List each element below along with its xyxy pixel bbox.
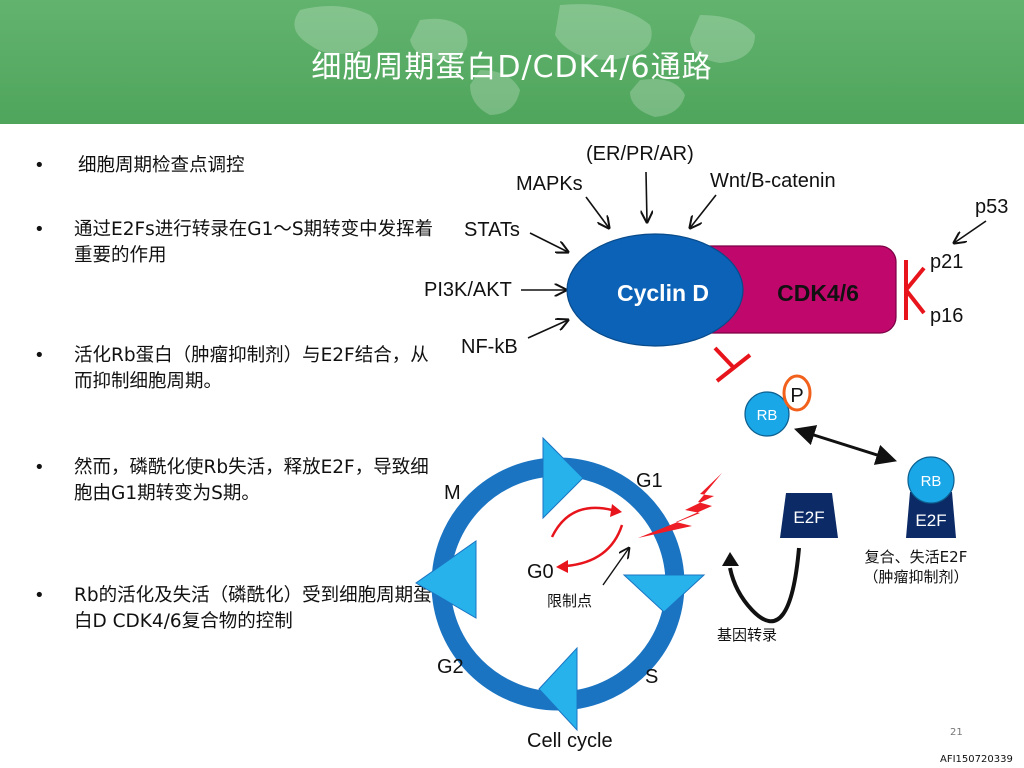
e2f-free-shape (780, 493, 838, 538)
bullet-dot-icon: • (34, 457, 45, 478)
cyclin-d-shape (566, 233, 744, 347)
transcription-label: 基因转录 (717, 626, 777, 644)
transcription-arrow (728, 547, 801, 624)
bullet-text: 细胞周期检查点调控 (78, 155, 245, 176)
arrow-mapks (585, 196, 609, 228)
bullet-dot-icon: • (34, 345, 45, 366)
cycle-arrow-m-icon (415, 540, 477, 619)
input-stats-label: STATs (464, 219, 520, 241)
rb-free-circle (744, 391, 790, 437)
cell-cycle-caption: Cell cycle (527, 730, 613, 752)
input-er-pr-ar-label: (ER/PR/AR) (586, 143, 694, 165)
rb-inhibition-icon (713, 346, 752, 383)
world-map-watermark (294, 4, 755, 117)
bullet-dot-icon: • (34, 155, 45, 176)
e2f-bound-shape (906, 492, 956, 538)
cycle-arrow-g2-icon (538, 646, 578, 732)
p53-label: p53 (975, 196, 1008, 218)
complex-caption-line1: 复合、失活E2F (865, 548, 968, 566)
cyclin-d-label: Cyclin D (617, 280, 709, 306)
e2f-free-label: E2F (793, 508, 824, 527)
slide-title: 细胞周期蛋白D/CDK4/6通路 (311, 50, 713, 85)
lightning-bolt-icon (638, 473, 722, 538)
phospho-label: P (790, 385, 803, 407)
rb-binding-double-arrow (793, 425, 898, 465)
p16-label: p16 (930, 305, 963, 327)
document-code: AFI150720339 (940, 754, 1013, 765)
g0-entry-arrowhead-icon (556, 560, 568, 573)
page-number: 21 (950, 727, 963, 738)
arrow-stats (529, 232, 568, 252)
bullet-text: Rb的活化及失活（磷酰化）受到细胞周期蛋白D CDK4/6复合物的控制 (74, 585, 432, 632)
g0-entry-arrow (565, 524, 624, 568)
bullet-text: 然而，磷酰化使Rb失活，释放E2F，导致细胞由G1期转变为S期。 (74, 457, 429, 504)
bullet-text: 活化Rb蛋白（肿瘤抑制剂）与E2F结合，从而抑制细胞周期。 (74, 345, 429, 392)
bullet-text: 通过E2Fs进行转录在G1～S期转变中发挥着重要的作用 (74, 219, 434, 266)
input-pi3k-label: PI3K/AKT (424, 279, 512, 301)
transcription-arrowhead-icon (722, 552, 739, 566)
cycle-arrow-g1-icon (542, 436, 584, 520)
complex-caption-line2: （肿瘤抑制剂） (863, 568, 968, 586)
input-wnt-label: Wnt/B-catenin (710, 170, 836, 192)
input-mapks-label: MAPKs (516, 173, 583, 195)
rb-free-label: RB (757, 407, 778, 424)
cdk46-label: CDK4/6 (777, 280, 859, 306)
arrow-p53-to-p21 (954, 220, 987, 243)
g0-exit-arrow (550, 506, 613, 538)
input-nfkb-label: NF-kB (461, 336, 518, 358)
phospho-marker-icon (782, 374, 812, 412)
e2f-bound-label: E2F (915, 511, 946, 530)
phase-g2-label: G2 (437, 656, 464, 678)
p21-label: p21 (930, 251, 963, 273)
cycle-arrow-s-icon (622, 574, 706, 613)
bullet-dot-icon: • (34, 219, 45, 240)
p21-p16-inhibit-icon (904, 260, 926, 320)
rb-bound-circle (907, 456, 955, 504)
phase-s-label: S (645, 666, 658, 688)
rb-bound-label: RB (921, 473, 942, 490)
phase-g1-label: G1 (636, 470, 663, 492)
bullet-dot-icon: • (34, 585, 45, 606)
arrow-er-pr-ar (646, 171, 647, 222)
arrow-nfkb (527, 320, 568, 339)
title-bar: 细胞周期蛋白D/CDK4/6通路 (0, 0, 1024, 124)
phase-m-label: M (444, 482, 461, 504)
arrow-wnt (690, 194, 717, 228)
restriction-point-label: 限制点 (547, 592, 592, 610)
restriction-point-pointer (602, 548, 629, 586)
phase-g0-label: G0 (527, 561, 554, 583)
g0-exit-arrowhead-icon (610, 504, 622, 517)
